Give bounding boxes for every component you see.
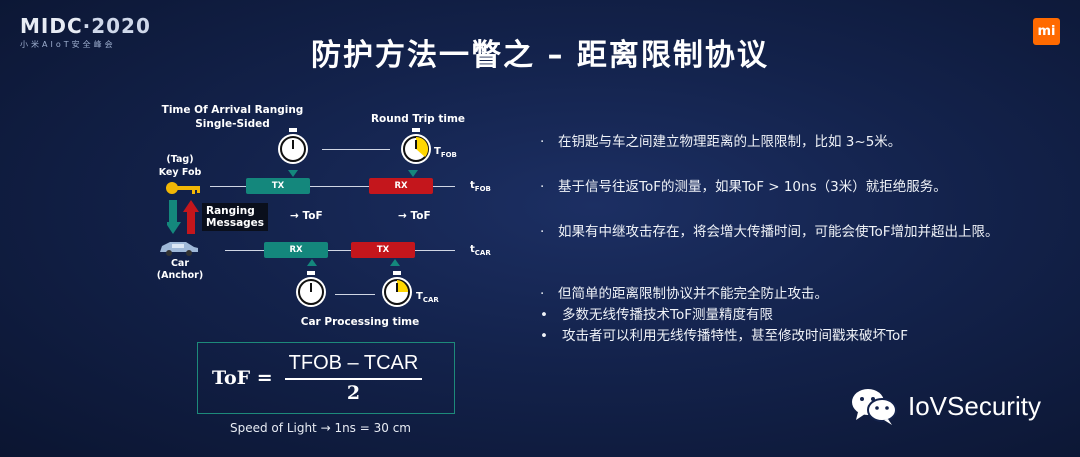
tof-arrow-1: → ToF <box>290 210 323 222</box>
bullet-item: ·如果有中继攻击存在，将会增大传播时间，可能会使ToF增加并超出上限。 <box>540 224 999 240</box>
logo-text: MIDC <box>20 14 83 38</box>
t-fob-label: tFOB <box>470 180 491 193</box>
round-trip-label: Round Trip time <box>370 113 466 125</box>
fob-tx-bar: TX <box>246 178 310 194</box>
t-fob-upper-label: TFOB <box>434 146 457 159</box>
stopwatch-elapsed-icon <box>382 271 412 307</box>
bullet-item: ·在钥匙与车之间建立物理距离的上限限制，比如 3~5米。 <box>540 134 902 150</box>
logo-year: ·2020 <box>82 14 151 38</box>
car-label: Car <box>170 258 190 269</box>
diagram-heading-2: Single-Sided <box>195 118 270 130</box>
marker-down-icon <box>288 170 298 177</box>
tag-label: (Tag) <box>166 154 194 165</box>
mi-logo-icon: mi <box>1033 18 1060 45</box>
stopwatch-arrow-top <box>322 149 390 150</box>
key-icon <box>166 182 200 194</box>
wechat-account-name: IoVSecurity <box>908 390 1041 421</box>
diagram-heading-1: Time Of Arrival Ranging <box>161 104 304 116</box>
car-rx-bar: RX <box>264 242 328 258</box>
t-car-lower-label: TCAR <box>416 291 439 304</box>
sub-bullet-item: •攻击者可以利用无线传播特性，甚至修改时间戳来破坏ToF <box>540 328 908 344</box>
slide-title: 防护方法一瞥之 – 距离限制协议 <box>311 38 769 73</box>
car-processing-label: Car Processing time <box>300 316 420 328</box>
marker-down-icon <box>408 170 418 177</box>
logo-subtitle: 小米AIoT安全峰会 <box>20 40 116 49</box>
ranging-messages-label: Ranging Messages <box>202 203 269 231</box>
bullet-item: ·基于信号往返ToF的测量，如果ToF > 10ns（3米）就拒绝服务。 <box>540 179 947 195</box>
anchor-label: (Anchor) <box>156 270 204 281</box>
marker-up-icon <box>390 259 400 266</box>
formula-denominator: 2 <box>346 382 361 404</box>
bullet-item: ·但简单的距离限制协议并不能完全防止攻击。 <box>540 286 828 302</box>
stopwatch-icon <box>278 128 308 164</box>
tof-formula: ToF = TFOB – TCAR 2 <box>197 342 455 414</box>
event-logo: MIDC·2020 小米AIoT安全峰会 <box>20 14 151 50</box>
car-icon <box>160 242 198 256</box>
fob-rx-bar: RX <box>369 178 433 194</box>
tof-arrow-2: → ToF <box>398 210 431 222</box>
wechat-watermark: IoVSecurity <box>850 386 1041 426</box>
tof-diagram: Time Of Arrival Ranging Single-Sided Rou… <box>150 98 510 348</box>
formula-lhs: ToF = <box>212 367 273 389</box>
ranging-arrows-icon <box>167 200 199 234</box>
sub-bullet-item: •多数无线传播技术ToF测量精度有限 <box>540 307 773 323</box>
car-timeline <box>225 250 455 251</box>
fob-timeline <box>210 186 455 187</box>
speed-of-light-note: Speed of Light → 1ns = 30 cm <box>230 421 411 435</box>
car-tx-bar: TX <box>351 242 415 258</box>
formula-fraction: TFOB – TCAR 2 <box>284 352 423 404</box>
keyfob-label: Key Fob <box>158 167 202 178</box>
stopwatch-elapsed-icon <box>401 128 431 164</box>
marker-up-icon <box>307 259 317 266</box>
t-car-label: tCAR <box>470 244 491 257</box>
formula-numerator: TFOB – TCAR <box>284 352 423 380</box>
wechat-icon <box>852 389 897 425</box>
stopwatch-icon <box>296 271 326 307</box>
stopwatch-arrow-bottom <box>335 294 375 295</box>
